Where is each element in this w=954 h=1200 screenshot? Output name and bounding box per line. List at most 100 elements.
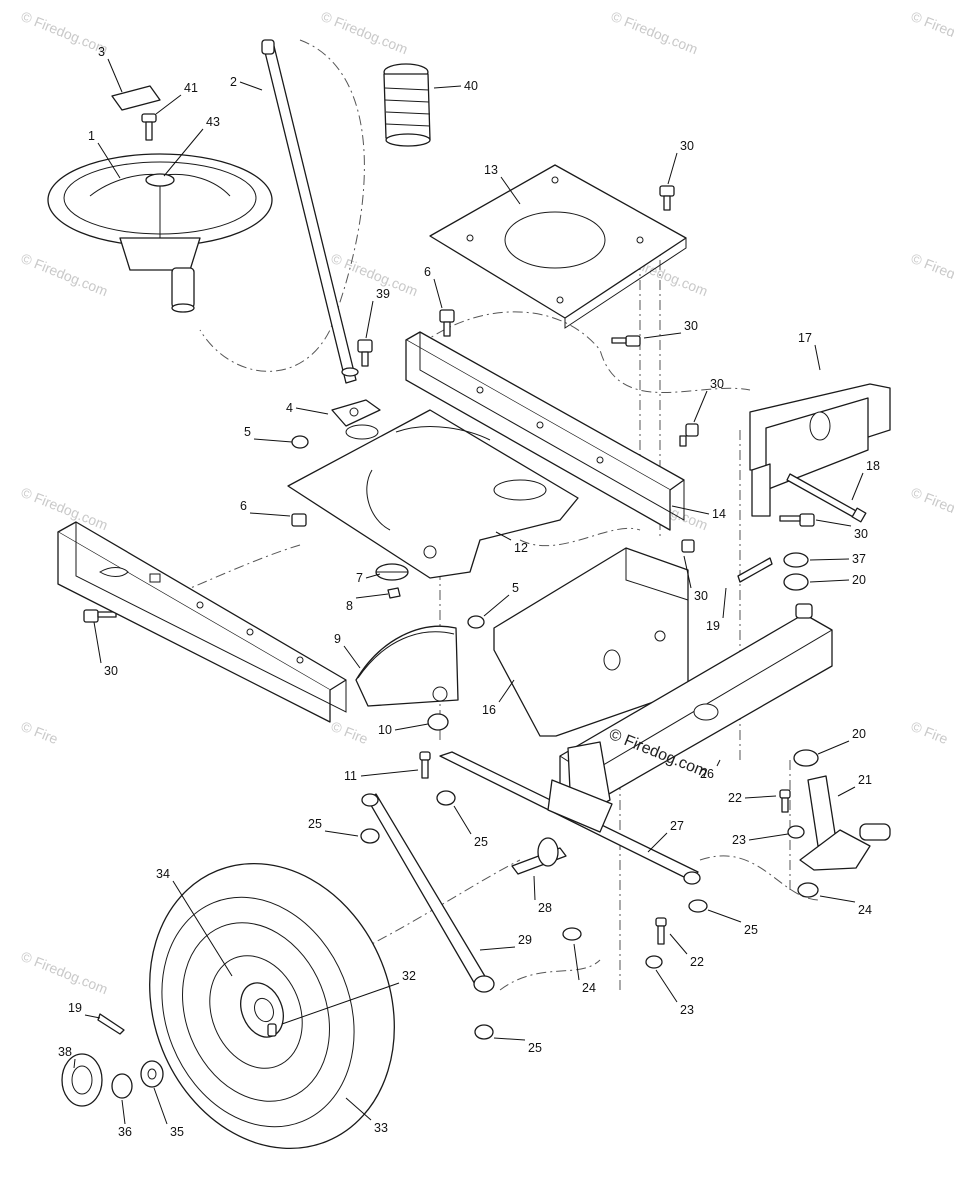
callout-number: 29 [518, 933, 532, 947]
steering-wheel [47, 153, 273, 313]
callout-number: 36 [118, 1125, 132, 1139]
callout-leader-line [493, 1037, 526, 1041]
callout-leader-line [355, 593, 389, 599]
callout-9: 9 [334, 632, 361, 669]
callout-number: 32 [402, 969, 416, 983]
watermark: © Firedog.com [609, 8, 700, 57]
watermark: © Firedog.com [19, 8, 110, 57]
callout-3: 3 [98, 45, 123, 93]
callout-number: 6 [424, 265, 431, 279]
callout-leader-line [643, 332, 682, 339]
callout-leader-line [851, 472, 864, 501]
callout-leader-line [809, 579, 850, 583]
callout-leader-line [73, 1058, 76, 1069]
callout-number: 40 [464, 79, 478, 93]
callout-24: 24 [573, 943, 596, 995]
callout-leader-line [500, 176, 521, 205]
callout-43: 43 [163, 115, 220, 177]
callout-25: 25 [308, 817, 359, 837]
callout-leader-line [495, 531, 512, 541]
callout-leader-line [693, 390, 708, 423]
callout-39: 39 [365, 287, 390, 339]
watermark: © Firedog.com [319, 8, 410, 57]
callout-41: 41 [155, 81, 198, 115]
watermark: © Firedog.com [19, 484, 110, 533]
callout-leader-line [815, 519, 852, 527]
callout-34: 34 [156, 867, 233, 977]
callout-number: 33 [374, 1121, 388, 1135]
callout-leader-line [239, 81, 263, 91]
steering-shaft [261, 39, 359, 384]
callout-number: 25 [744, 923, 758, 937]
callout-number: 34 [156, 867, 170, 881]
callout-leader-line [748, 833, 789, 841]
callout-number: 20 [852, 573, 866, 587]
callout-leader-line [345, 1097, 372, 1121]
callout-number: 28 [538, 901, 552, 915]
cotter-pins [97, 557, 773, 1035]
left-frame-rail [57, 521, 347, 723]
callout-leader-line [253, 438, 293, 443]
hex-nuts [291, 435, 485, 629]
wheel-bolt [141, 113, 157, 141]
callout-number: 11 [344, 769, 357, 783]
callout-leader-line [817, 740, 850, 755]
front-bracket [749, 383, 891, 517]
callout-19: 19 [706, 587, 727, 633]
callout-30: 30 [693, 377, 724, 423]
callout-leader-line [573, 943, 580, 981]
callout-1: 1 [88, 129, 121, 179]
callout-leader-line [707, 909, 742, 923]
callout-number: 39 [376, 287, 390, 301]
callout-21: 21 [837, 773, 872, 797]
callout-28: 28 [533, 875, 552, 915]
callout-number: 10 [378, 723, 392, 737]
callout-number: 30 [684, 319, 698, 333]
callout-leader-line [453, 805, 472, 835]
callout-number: 25 [308, 817, 322, 831]
callout-number: 20 [852, 727, 866, 741]
hex-bolts [83, 185, 815, 623]
callout-number: 22 [690, 955, 704, 969]
callout-leader-line [655, 969, 678, 1003]
callout-leader-line [819, 895, 856, 903]
callout-number: 1 [88, 129, 95, 143]
callout-number: 3 [98, 45, 105, 59]
callout-30: 30 [643, 319, 698, 339]
callout-leader-line [433, 278, 443, 309]
callout-leader-line [837, 786, 856, 797]
callout-leader-line [249, 512, 291, 517]
callout-number: 8 [346, 599, 353, 613]
callout-4: 4 [286, 401, 329, 415]
callout-number: 23 [732, 833, 746, 847]
callout-leader-line [394, 723, 429, 731]
axle-support-bracket [493, 547, 689, 737]
callout-number: 38 [58, 1045, 72, 1059]
callout-leader-line [647, 832, 668, 853]
callout-number: 35 [170, 1125, 184, 1139]
callout-leader-line [172, 880, 233, 977]
callout-leader-line [97, 142, 121, 179]
callout-number: 30 [104, 664, 118, 678]
callout-number: 37 [852, 552, 866, 566]
callout-30: 30 [815, 519, 868, 541]
watermark: © Firedog.com [909, 8, 954, 57]
callout-6: 6 [424, 265, 443, 309]
steering-boot [383, 63, 431, 147]
callout-20: 20 [817, 727, 866, 755]
callout-25: 25 [453, 805, 488, 849]
callout-number: 25 [528, 1041, 542, 1055]
callout-24: 24 [819, 895, 872, 917]
assembly-lines [159, 39, 821, 991]
callout-number: 41 [184, 81, 198, 95]
callout-number: 18 [866, 459, 880, 473]
callout-23: 23 [655, 969, 694, 1017]
callout-13: 13 [484, 163, 521, 205]
callout-30: 30 [667, 139, 694, 185]
callout-22: 22 [669, 933, 704, 969]
callout-leader-line [669, 933, 688, 955]
callout-leader-line [809, 558, 850, 561]
callout-2: 2 [230, 75, 263, 91]
callout-leader-line [716, 759, 721, 767]
